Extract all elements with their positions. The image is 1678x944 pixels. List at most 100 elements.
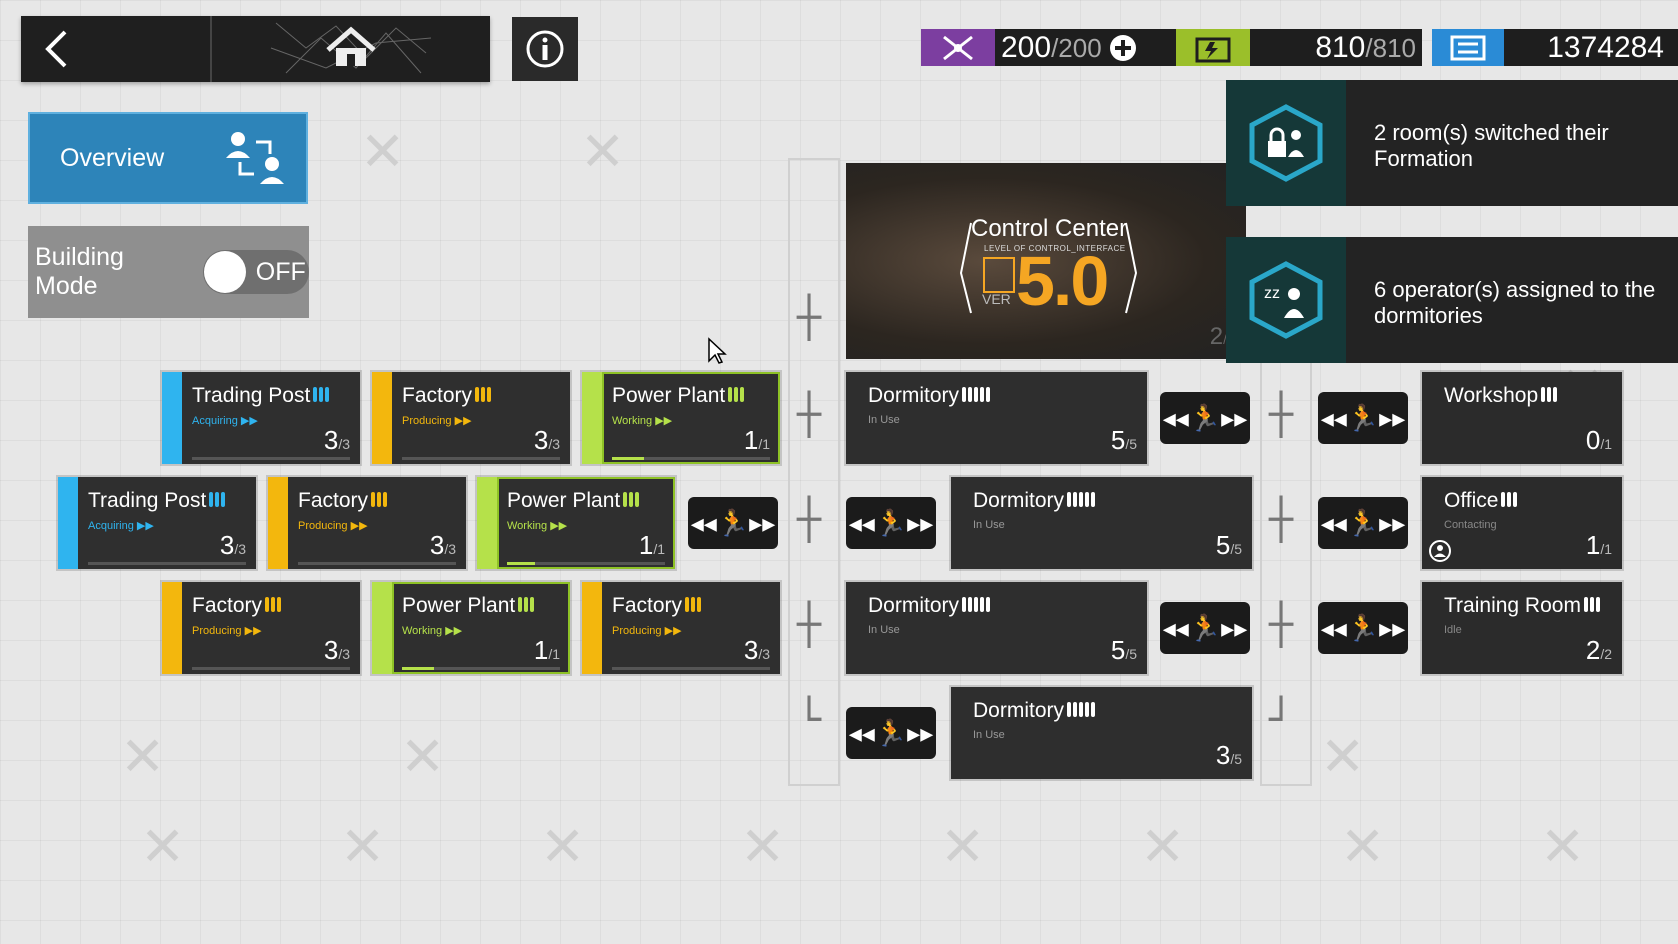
room-stripe bbox=[582, 582, 602, 674]
room-capacity: 1 bbox=[743, 425, 759, 455]
progress-bar bbox=[192, 457, 350, 460]
room-dormitory[interactable]: Dormitory In Use 3/5 bbox=[951, 687, 1252, 779]
room-status: Idle bbox=[1444, 624, 1462, 636]
elevator-marker: ┼ bbox=[797, 602, 822, 648]
room-power-plant[interactable]: Power Plant Working ▶▶ 1/1 bbox=[582, 372, 780, 464]
room-power-plant[interactable]: Power Plant Working ▶▶ 1/1 bbox=[477, 477, 675, 569]
room-power-plant[interactable]: Power Plant Working ▶▶ 1/1 bbox=[372, 582, 570, 674]
room-body: Factory Producing ▶▶ 3/3 bbox=[288, 477, 466, 569]
elevator-marker: ┼ bbox=[1269, 497, 1294, 543]
room-training-room[interactable]: Training Room Idle 2/2 bbox=[1422, 582, 1622, 674]
level-bars bbox=[962, 594, 992, 618]
room-capacity: 3 bbox=[1215, 740, 1231, 770]
add-icon[interactable] bbox=[1108, 33, 1138, 63]
corridor-stairs-icon[interactable]: ◂◂🏃▸▸ bbox=[1318, 392, 1408, 444]
progress-bar bbox=[402, 457, 560, 460]
room-capacity: 3 bbox=[323, 635, 339, 665]
room-name: Office bbox=[1444, 489, 1499, 512]
room-factory[interactable]: Factory Producing ▶▶ 3/3 bbox=[372, 372, 570, 464]
notification-dormitory[interactable]: zz 6 operator(s) assigned to the dormito… bbox=[1226, 237, 1678, 363]
room-body: Trading Post Acquiring ▶▶ 3/3 bbox=[182, 372, 360, 464]
room-stripe bbox=[162, 582, 182, 674]
corridor-stairs-icon[interactable]: ◂◂🏃▸▸ bbox=[688, 497, 778, 549]
corridor-frame bbox=[788, 158, 840, 786]
room-office[interactable]: Office Contacting 1/1 bbox=[1422, 477, 1622, 569]
room-capacity-max: 3 bbox=[552, 436, 560, 452]
room-name: Workshop bbox=[1444, 384, 1539, 407]
room-trading-post[interactable]: Trading Post Acquiring ▶▶ 3/3 bbox=[162, 372, 360, 464]
room-name: Factory bbox=[612, 594, 683, 617]
control-center-subtitle: LEVEL OF CONTROL_INTERFACE bbox=[984, 244, 1126, 253]
room-name: Factory bbox=[402, 384, 473, 407]
home-button[interactable] bbox=[212, 16, 490, 82]
progress-bar bbox=[88, 562, 246, 565]
room-workshop[interactable]: Workshop 0/1 bbox=[1422, 372, 1622, 464]
room-factory[interactable]: Factory Producing ▶▶ 3/3 bbox=[268, 477, 466, 569]
room-capacity: 2 bbox=[1585, 635, 1601, 665]
sanity-resource: 200/200 bbox=[921, 29, 1176, 66]
info-button[interactable] bbox=[512, 17, 578, 81]
progress-bar bbox=[612, 457, 770, 460]
building-mode-toggle[interactable]: OFF bbox=[202, 250, 309, 294]
room-dormitory[interactable]: Dormitory In Use 5/5 bbox=[846, 582, 1147, 674]
sanity-max: 200 bbox=[1058, 32, 1102, 63]
mouse-cursor-icon bbox=[708, 337, 727, 364]
back-button[interactable] bbox=[21, 16, 212, 82]
notification-formation[interactable]: 2 room(s) switched their Formation bbox=[1226, 80, 1678, 206]
room-status: Working bbox=[612, 415, 653, 427]
room-stripe bbox=[268, 477, 288, 569]
progress-bar bbox=[192, 667, 350, 670]
room-dormitory[interactable]: Dormitory In Use 5/5 bbox=[951, 477, 1252, 569]
power-max: 810 bbox=[1372, 32, 1416, 63]
room-trading-post[interactable]: Trading Post Acquiring ▶▶ 3/3 bbox=[58, 477, 256, 569]
currency-icon bbox=[1432, 29, 1504, 66]
control-center-room[interactable]: Control Center LEVEL OF CONTROL_INTERFAC… bbox=[846, 163, 1246, 359]
decor-x: ✕ bbox=[1320, 725, 1366, 788]
room-capacity: 3 bbox=[323, 425, 339, 455]
level-bars bbox=[1541, 384, 1559, 408]
notification-icon-bg: zz bbox=[1226, 237, 1346, 363]
decor-x: ✕ bbox=[120, 725, 166, 788]
level-bars bbox=[209, 489, 227, 513]
room-factory[interactable]: Factory Producing ▶▶ 3/3 bbox=[162, 582, 360, 674]
corridor-stairs-icon[interactable]: ◂◂🏃▸▸ bbox=[846, 707, 936, 759]
control-center-capacity: 2 bbox=[1209, 323, 1224, 350]
room-status: In Use bbox=[973, 729, 1005, 741]
room-body: Power Plant Working ▶▶ 1/1 bbox=[497, 477, 675, 569]
corridor-stairs-icon[interactable]: ◂◂🏃▸▸ bbox=[846, 497, 936, 549]
room-capacity: 3 bbox=[429, 530, 445, 560]
room-status: Contacting bbox=[1444, 519, 1497, 531]
building-mode-label: Building Mode bbox=[35, 243, 124, 300]
elevator-marker: ┼ bbox=[1269, 602, 1294, 648]
room-name: Factory bbox=[192, 594, 263, 617]
room-name: Training Room bbox=[1444, 594, 1581, 617]
drone-icon bbox=[921, 29, 995, 66]
decor-x: ✕ bbox=[360, 120, 406, 183]
room-stripe bbox=[477, 477, 497, 569]
elevator-marker: ┼ bbox=[797, 497, 822, 543]
room-capacity-max: 1 bbox=[657, 541, 665, 557]
recruit-icon bbox=[1429, 540, 1451, 562]
room-status: Acquiring bbox=[192, 415, 238, 427]
room-name: Factory bbox=[298, 489, 369, 512]
corridor-stairs-icon[interactable]: ◂◂🏃▸▸ bbox=[1160, 602, 1250, 654]
overview-button[interactable]: Overview bbox=[28, 112, 308, 204]
level-bars bbox=[265, 594, 283, 618]
corridor-stairs-icon[interactable]: ◂◂🏃▸▸ bbox=[1318, 602, 1408, 654]
corridor-stairs-icon[interactable]: ◂◂🏃▸▸ bbox=[1160, 392, 1250, 444]
corridor-stairs-icon[interactable]: ◂◂🏃▸▸ bbox=[1318, 497, 1408, 549]
room-dormitory[interactable]: Dormitory In Use 5/5 bbox=[846, 372, 1147, 464]
room-stripe bbox=[372, 372, 392, 464]
notification-text: 2 room(s) switched their Formation bbox=[1374, 120, 1609, 172]
room-status: Producing bbox=[612, 625, 662, 637]
notification-text: 6 operator(s) assigned to the dormitorie… bbox=[1374, 277, 1656, 329]
room-status: Producing bbox=[192, 625, 242, 637]
progress-bar bbox=[402, 667, 560, 670]
level-bars bbox=[475, 384, 493, 408]
level-bars bbox=[1501, 489, 1519, 513]
room-status: In Use bbox=[973, 519, 1005, 531]
power-value: 810 bbox=[1315, 30, 1366, 64]
toggle-knob bbox=[203, 251, 246, 293]
room-factory[interactable]: Factory Producing ▶▶ 3/3 bbox=[582, 582, 780, 674]
svg-text:zz: zz bbox=[1264, 285, 1280, 302]
